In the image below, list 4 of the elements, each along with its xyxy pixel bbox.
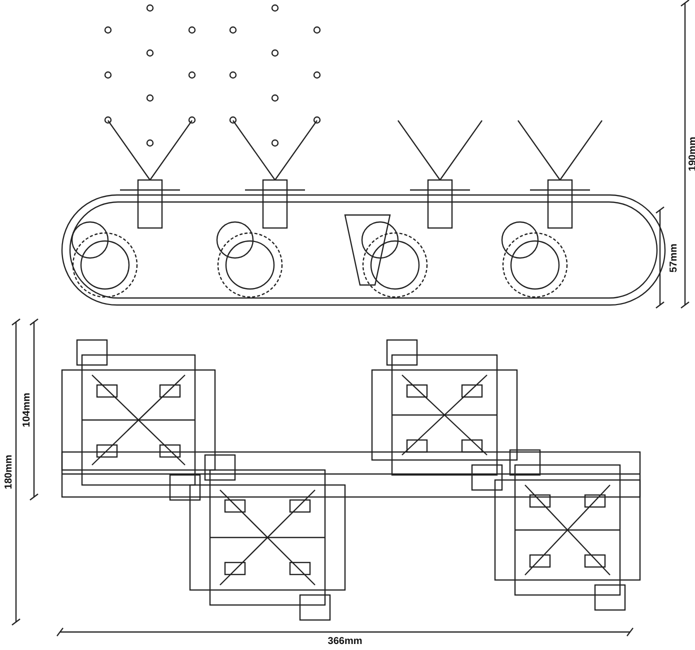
dimension-label: 104mm (22, 392, 32, 428)
dimension-label: 366mm (328, 636, 362, 647)
dimension-label: 57mm (668, 244, 680, 272)
dimension-label: 180mm (4, 454, 14, 490)
